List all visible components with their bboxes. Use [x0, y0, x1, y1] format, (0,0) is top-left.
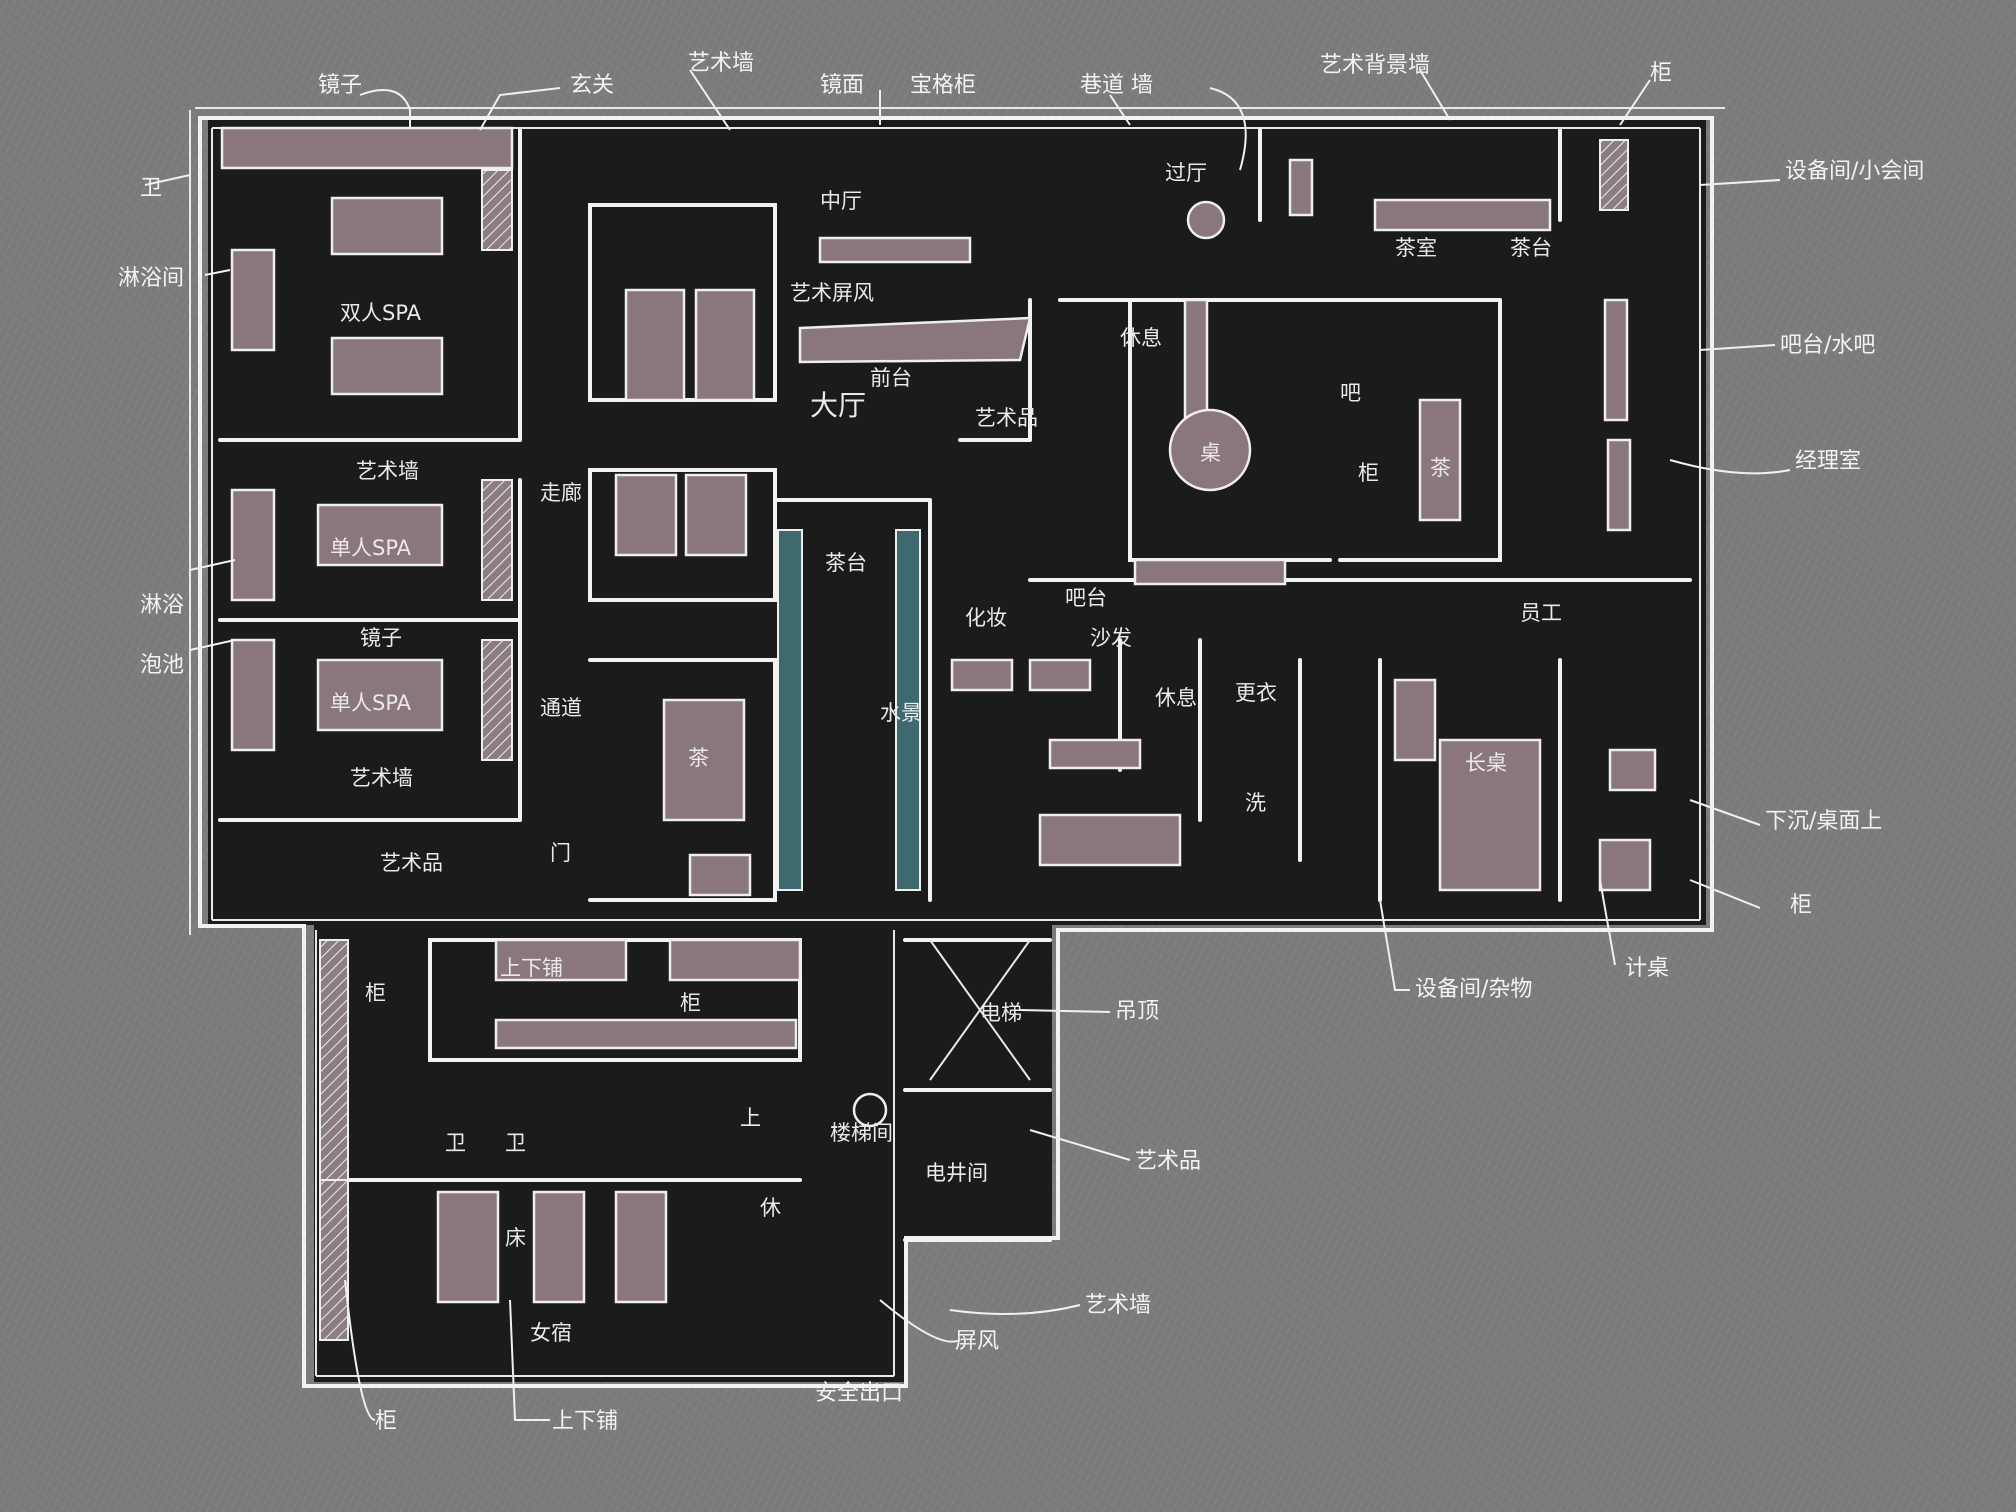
room-lobby: 大厅	[810, 389, 866, 422]
room-mep: 电井间	[925, 1161, 988, 1185]
room-change: 更衣	[1235, 681, 1277, 705]
label-shelf: 宝格柜	[910, 73, 976, 98]
label-equipment-storage: 设备间/杂物	[1415, 977, 1532, 1002]
room-large-desk: 桌	[1200, 441, 1221, 465]
label-cabinet-right: 柜	[1790, 893, 1812, 918]
room-stairwell: 楼梯间	[830, 1121, 893, 1145]
room-bar: 吧台	[1065, 586, 1107, 610]
room-manager: 茶	[1430, 456, 1451, 480]
room-tea-table: 茶台	[825, 551, 867, 575]
room-double-spa: 双人SPA	[340, 301, 422, 325]
room-mirror: 镜子	[360, 626, 402, 650]
room-art-wall-2: 艺术墙	[350, 766, 413, 790]
label-bunk-bed: 上下铺	[552, 1409, 618, 1434]
label-bar-waterbar: 吧台/水吧	[1780, 333, 1875, 358]
interior-walls	[218, 128, 1692, 1242]
room-rest-2: 休	[760, 1196, 781, 1220]
label-mirror: 镜子	[318, 73, 362, 98]
room-arch: 过厅	[1165, 161, 1207, 185]
room-bunk: 上下铺	[500, 956, 563, 980]
room-cabinet: 柜	[680, 991, 701, 1015]
room-cabinet-2: 柜	[365, 981, 386, 1005]
exterior-labels: 镜子 玄关 艺术墙 镜面 宝格柜 巷道 墙 艺术背景墙 柜 设备间/小会间 吧台…	[118, 51, 1924, 1434]
room-single-spa-1: 单人SPA	[330, 536, 412, 560]
room-staff: 员工	[1520, 601, 1562, 625]
room-up: 上	[740, 1106, 761, 1130]
room-counter: 柜	[1358, 461, 1379, 485]
room-door: 门	[550, 841, 571, 865]
room-wc-1: 卫	[445, 1131, 466, 1155]
label-cabinet-top: 柜	[1650, 61, 1672, 86]
room-tea-desk: 茶台	[1510, 236, 1552, 260]
room-long-table: 长桌	[1465, 751, 1507, 775]
room-tea-room: 茶室	[1395, 236, 1437, 260]
room-wc-2: 卫	[505, 1131, 526, 1155]
room-women-dorm: 女宿	[530, 1321, 572, 1345]
room-sofa: 沙发	[1090, 626, 1132, 650]
room-center-hall: 中厅	[820, 189, 862, 213]
label-mirror-face: 镜面	[820, 73, 864, 98]
room-reception: 前台	[870, 366, 912, 390]
label-art-bg-wall: 艺术背景墙	[1320, 53, 1430, 78]
label-emergency-exit: 安全出口	[815, 1381, 903, 1406]
label-pool: 泡池	[140, 653, 184, 678]
room-art-wall-1: 艺术墙	[356, 459, 419, 483]
room-bar-2: 吧	[1340, 381, 1361, 405]
room-bed: 床	[505, 1226, 526, 1250]
label-artwork-bottom: 艺术品	[1135, 1149, 1201, 1174]
furniture	[220, 126, 1657, 1341]
label-art-wall-bottom: 艺术墙	[1085, 1293, 1151, 1318]
leader-lines	[144, 69, 1791, 1421]
label-equipment-meeting: 设备间/小会间	[1785, 159, 1924, 184]
label-manager-room: 经理室	[1795, 449, 1861, 474]
room-artwork-2: 艺术品	[975, 406, 1038, 430]
room-dressing: 化妆	[965, 606, 1007, 630]
room-corridor: 走廊	[540, 481, 582, 505]
room-elevator: 电梯	[980, 1001, 1022, 1025]
room-aisle: 通道	[540, 696, 582, 720]
label-screen: 屏风	[955, 1329, 999, 1354]
label-alley-wall: 巷道 墙	[1080, 73, 1153, 98]
room-wash: 洗	[1245, 791, 1266, 815]
room-water-feature: 水景	[880, 701, 922, 725]
label-wc-left: 卫	[140, 176, 162, 201]
interior-labels: 双人SPA 单人SPA 单人SPA 艺术墙 镜子 艺术墙 大厅 走廊 中厅 前台…	[330, 161, 1562, 1345]
room-single-spa-2: 单人SPA	[330, 691, 412, 715]
room-tea: 茶	[688, 746, 709, 770]
label-ceiling: 吊顶	[1115, 999, 1159, 1024]
label-cabinet-bottom: 柜	[375, 1409, 397, 1434]
label-shower: 淋浴	[140, 593, 184, 618]
room-artwork-1: 艺术品	[380, 851, 443, 875]
label-art-wall: 艺术墙	[688, 51, 754, 76]
label-desk-bottom: 计桌	[1625, 956, 1669, 981]
label-sunken-table: 下沉/桌面上	[1765, 809, 1882, 834]
label-foyer: 玄关	[570, 73, 614, 98]
room-rest: 休息	[1120, 326, 1162, 350]
label-shower-room: 淋浴间	[118, 266, 184, 291]
room-lounge: 休息	[1155, 686, 1197, 710]
room-art-screen: 艺术屏风	[790, 281, 874, 305]
